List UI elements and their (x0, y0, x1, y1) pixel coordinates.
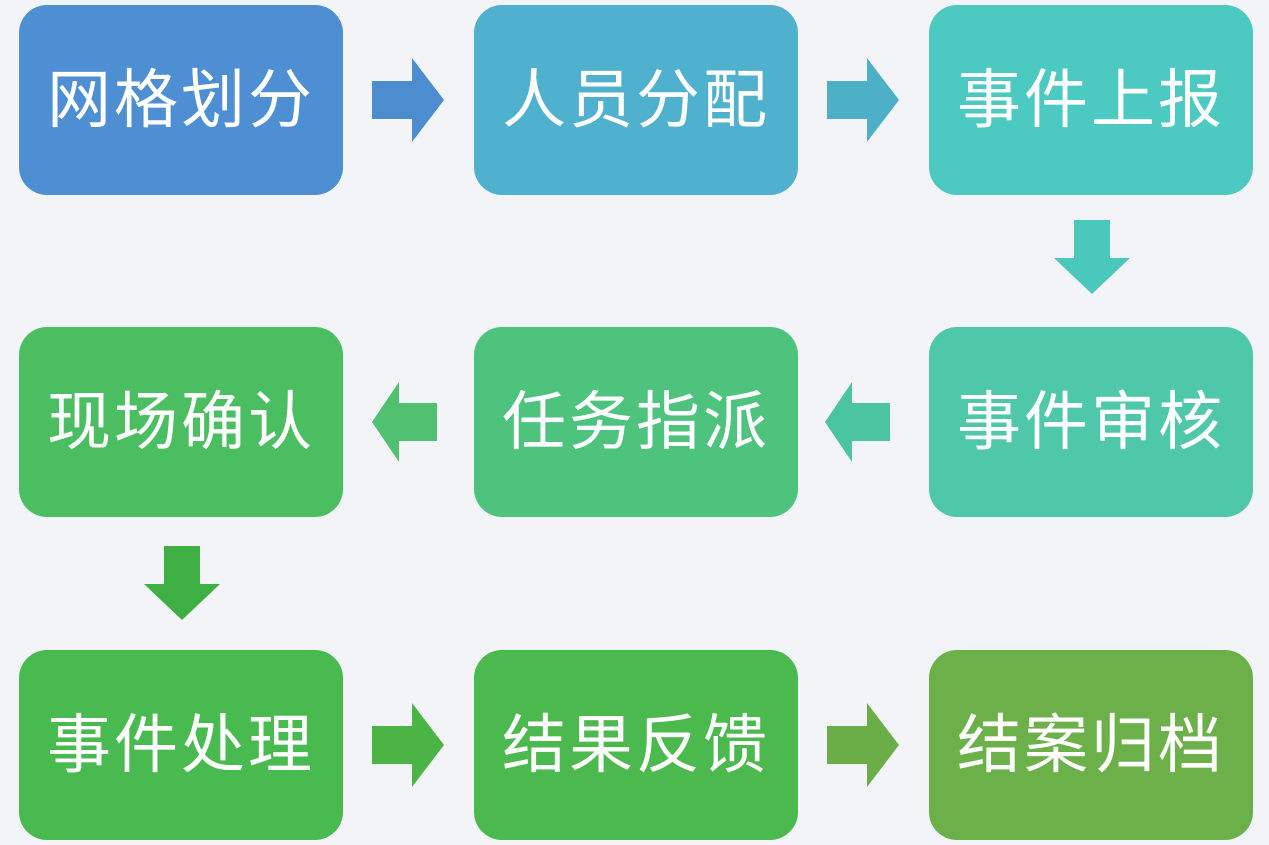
arrow-right-icon (372, 703, 444, 787)
flow-node-grid-division: 网格划分 (19, 5, 343, 195)
arrow-right-icon (827, 58, 899, 142)
flow-node-site-confirmation: 现场确认 (19, 327, 343, 517)
flow-node-label: 现场确认 (47, 386, 315, 458)
flow-node-label: 网格划分 (47, 64, 315, 136)
arrow-right-icon (372, 58, 444, 142)
arrow-right-icon (827, 703, 899, 787)
arrow-down-icon (144, 546, 220, 620)
arrow-left-icon (372, 382, 437, 462)
flow-node-label: 任务指派 (502, 386, 770, 458)
flow-node-label: 事件处理 (47, 709, 315, 781)
flow-node-label: 人员分配 (502, 64, 770, 136)
flow-node-case-archive: 结案归档 (929, 650, 1253, 840)
flow-node-event-handling: 事件处理 (19, 650, 343, 840)
flow-node-event-review: 事件审核 (929, 327, 1253, 517)
flow-node-label: 事件上报 (957, 64, 1225, 136)
flow-node-label: 结果反馈 (502, 709, 770, 781)
arrow-left-icon (825, 382, 890, 462)
flow-node-label: 事件审核 (957, 386, 1225, 458)
flow-node-task-assignment: 任务指派 (474, 327, 798, 517)
flow-node-label: 结案归档 (957, 709, 1225, 781)
flow-node-personnel-allocation: 人员分配 (474, 5, 798, 195)
arrow-down-icon (1054, 220, 1130, 294)
flow-node-result-feedback: 结果反馈 (474, 650, 798, 840)
flow-node-event-report: 事件上报 (929, 5, 1253, 195)
